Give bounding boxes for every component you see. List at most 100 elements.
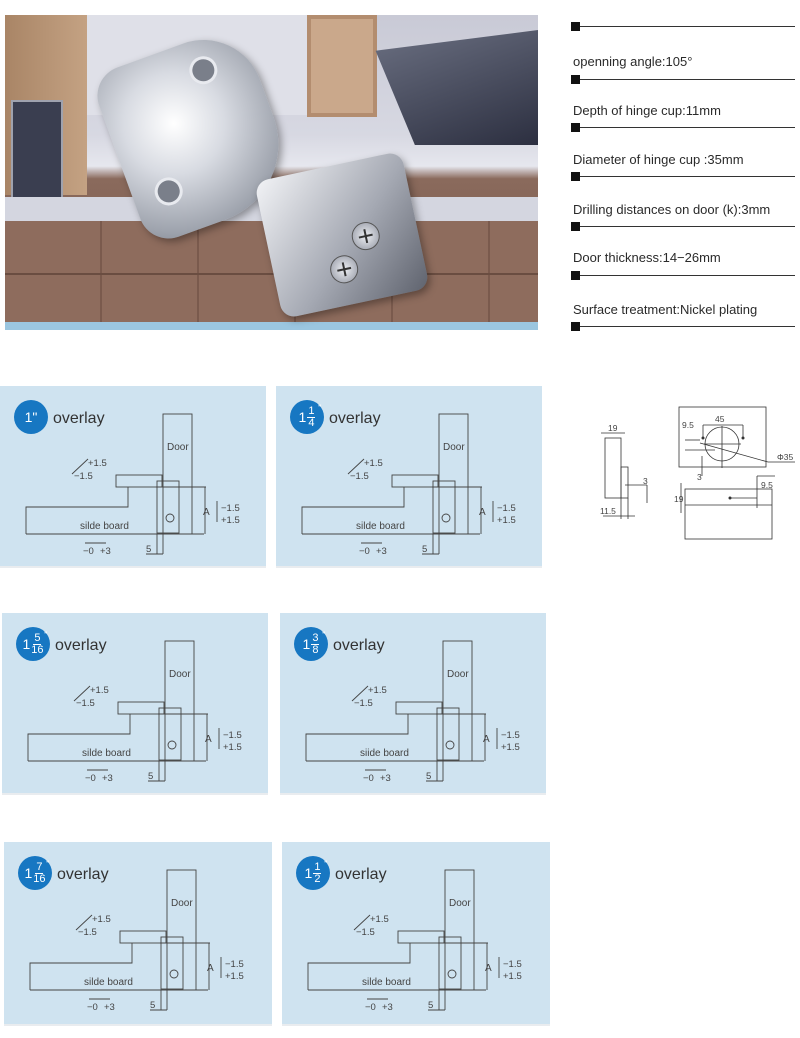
badge-whole: 1: [24, 865, 33, 881]
side-board-label: siide board: [360, 748, 409, 759]
overlay-label: overlay: [53, 410, 105, 427]
a-minus: −1.5: [223, 730, 242, 741]
angle-plus: +1.5: [88, 458, 107, 469]
side-board-label: silde board: [356, 521, 405, 532]
door-label: Door: [447, 669, 469, 680]
badge-den: 8: [312, 643, 319, 656]
overlay-label: overlay: [335, 866, 387, 883]
angle-minus: −1.5: [354, 698, 373, 709]
dim-plate-offset: 9.5: [761, 480, 773, 490]
badge-num: 1: [307, 403, 322, 418]
side-board-label: silde board: [84, 977, 133, 988]
badge-whole: 1: [302, 636, 311, 652]
spec-divider: [571, 123, 795, 132]
dim-plate-height: 19: [674, 494, 684, 504]
overlay-label: overlay: [333, 637, 385, 654]
angle-plus: +1.5: [368, 685, 387, 696]
angle-minus: −1.5: [78, 927, 97, 938]
horiz-minus: −0: [83, 546, 94, 557]
a-plus: +1.5: [223, 742, 242, 753]
door-label: Door: [169, 669, 191, 680]
horiz-plus: +3: [100, 546, 111, 557]
badge-fraction: 716: [33, 859, 49, 885]
badge-den: 16: [33, 872, 46, 885]
badge-den: 16: [31, 643, 44, 656]
horiz-minus: −0: [365, 1002, 376, 1013]
kitchen-shelf: [307, 15, 377, 117]
badge-whole: 1: [298, 409, 307, 425]
badge-den: 2: [314, 872, 321, 885]
horiz-plus: +3: [380, 773, 391, 784]
screw-icon: [349, 219, 383, 253]
spec-divider: [571, 22, 795, 31]
gap-five: 5: [422, 544, 427, 555]
a-minus: −1.5: [503, 959, 522, 970]
overlay-cross-section: Door +1.5 −1.5 siide board A −1.5 +1.5 −…: [305, 640, 520, 784]
screw-hole-icon: [185, 52, 222, 89]
a-label: A: [479, 507, 486, 518]
angle-plus: +1.5: [92, 914, 111, 925]
door-label: Door: [171, 898, 193, 909]
angle-plus: +1.5: [370, 914, 389, 925]
hero-product-photo: [5, 15, 538, 330]
overlay-size-badge: 112: [296, 856, 330, 890]
horiz-minus: −0: [363, 773, 374, 784]
spec-surface-treatment: Surface treatment:Nickel plating: [573, 302, 758, 317]
horiz-plus: +3: [376, 546, 387, 557]
badge-num: 1: [313, 859, 328, 874]
photo-bottom-edge: [5, 322, 538, 330]
a-plus: +1.5: [221, 515, 240, 526]
spec-divider: [571, 222, 795, 231]
badge-fraction: 38: [311, 630, 326, 656]
overlay-panel-1-1-2in: 112 overlay Door +1.5 −1.5 silde board A…: [282, 842, 550, 1024]
badge-fraction: 14: [307, 403, 322, 429]
a-plus: +1.5: [503, 971, 522, 982]
a-label: A: [483, 734, 490, 745]
dim-cup-offset: 9.5: [682, 420, 694, 430]
dim-side-bottom: 11.5: [600, 506, 616, 516]
angle-minus: −1.5: [350, 471, 369, 482]
horiz-minus: −0: [359, 546, 370, 557]
overlay-size-badge: 114: [290, 400, 324, 434]
overlay-cross-section: Door +1.5 −1.5 silde board A −1.5 +1.5 −…: [29, 869, 244, 1013]
door-label: Door: [167, 442, 189, 453]
gap-five: 5: [146, 544, 151, 555]
overlay-panel-1-7-16in: 1716 overlay Door +1.5 −1.5 silde board …: [4, 842, 272, 1024]
gap-five: 5: [150, 1000, 155, 1011]
overlay-label: overlay: [55, 637, 107, 654]
spec-door-thickness: Door thickness:14−26mm: [573, 250, 721, 265]
horiz-plus: +3: [102, 773, 113, 784]
horiz-plus: +3: [104, 1002, 115, 1013]
overlay-panel-1-5-16in: 1516 overlay Door +1.5 −1.5 silde board …: [2, 613, 268, 793]
overlay-panel-1-3-8in: 138 overlay Door +1.5 −1.5 siide board A…: [280, 613, 546, 793]
a-label: A: [205, 734, 212, 745]
overlay-label: overlay: [57, 866, 109, 883]
a-plus: +1.5: [501, 742, 520, 753]
a-minus: −1.5: [501, 730, 520, 741]
badge-whole: 1: [22, 636, 31, 652]
overlay-cross-section: Door +1.5 −1.5 silde board A −1.5 +1.5 −…: [307, 869, 522, 1013]
overlay-size-badge: 138: [294, 627, 328, 661]
angle-minus: −1.5: [74, 471, 93, 482]
side-board-label: silde board: [362, 977, 411, 988]
gap-five: 5: [148, 771, 153, 782]
gap-five: 5: [428, 1000, 433, 1011]
badge-num: 5: [33, 630, 48, 645]
badge-fraction: 12: [313, 859, 328, 885]
drilling-dimension-diagram: 19 3 11.5 45 9.5 Φ35 3 19 9.5: [600, 406, 795, 540]
side-board-label: silde board: [82, 748, 131, 759]
overlay-size-badge: 1516: [16, 627, 50, 661]
angle-plus: +1.5: [90, 685, 109, 696]
angle-minus: −1.5: [356, 927, 375, 938]
spec-divider: [571, 322, 795, 331]
dim-side-width: 19: [608, 423, 618, 433]
horiz-minus: −0: [85, 773, 96, 784]
badge-den: 4: [308, 416, 315, 429]
spec-cup-depth: Depth of hinge cup:11mm: [573, 103, 721, 118]
badge-whole: 1: [304, 865, 313, 881]
dim-cup-diameter: Φ35: [777, 452, 794, 462]
badge-size-text: 1": [24, 409, 38, 425]
gap-five: 5: [426, 771, 431, 782]
overlay-panel-1-1-4in: 114 overlay Door +1.5 −1.5 silde board A…: [276, 386, 542, 566]
a-minus: −1.5: [221, 503, 240, 514]
